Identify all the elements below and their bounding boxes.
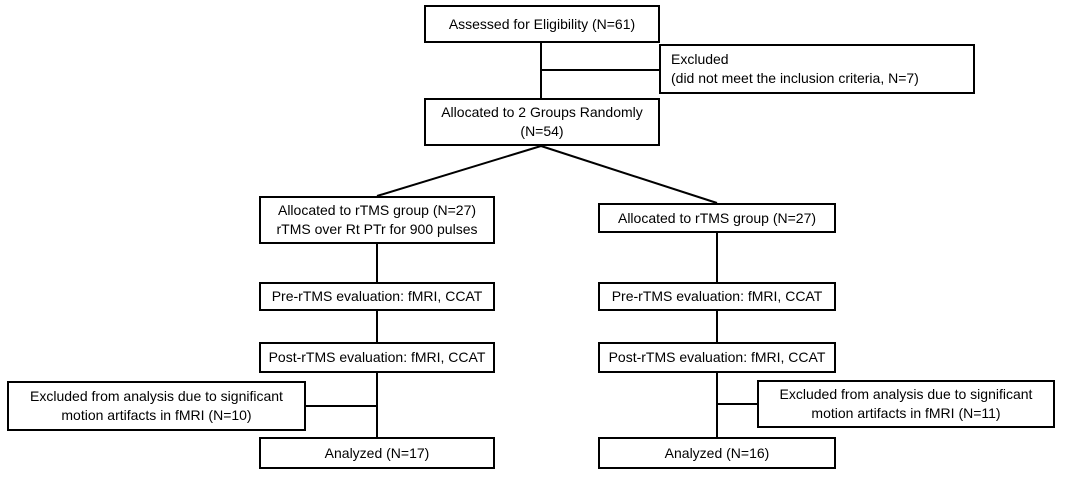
left-allocated-label: Allocated to rTMS group (N=27)	[277, 202, 477, 218]
right-post-eval-label: Post-rTMS evaluation: fMRI, CCAT	[608, 349, 826, 365]
right-allocated-label: Allocated to rTMS group (N=27)	[617, 209, 817, 226]
allocated-box: Allocated to 2 Groups Randomly (N=54)	[424, 98, 660, 146]
allocated-count: (N=54)	[520, 123, 564, 139]
right-allocated-box: Allocated to rTMS group (N=27)	[598, 203, 836, 233]
right-analyzed-label: Analyzed (N=16)	[664, 444, 770, 461]
left-pre-eval-label: Pre-rTMS evaluation: fMRI, CCAT	[271, 288, 483, 304]
right-excluded-line2: motion artifacts in fMRI (N=11)	[811, 405, 1001, 421]
allocated-label: Allocated to 2 Groups Randomly	[441, 104, 643, 120]
right-excluded-line1: Excluded from analysis due to significan…	[779, 386, 1033, 402]
right-excluded-box: Excluded from analysis due to significan…	[757, 380, 1055, 428]
assessed-box: Assessed for Eligibility (N=61)	[424, 5, 660, 43]
left-excluded-line1: Excluded from analysis due to significan…	[30, 388, 283, 404]
excluded-top-title: Excluded	[671, 51, 729, 67]
excluded-top-detail: (did not meet the inclusion criteria, N=…	[671, 70, 919, 86]
left-analyzed-label: Analyzed (N=17)	[324, 444, 430, 461]
left-post-eval-label: Post-rTMS evaluation: fMRI, CCAT	[268, 349, 486, 365]
excluded-top-box: Excluded (did not meet the inclusion cri…	[659, 44, 975, 94]
connector-split-left	[376, 145, 542, 197]
left-analyzed-box: Analyzed (N=17)	[259, 437, 495, 469]
left-post-eval-box: Post-rTMS evaluation: fMRI, CCAT	[259, 342, 495, 373]
left-excluded-box: Excluded from analysis due to significan…	[7, 381, 306, 431]
right-pre-eval-label: Pre-rTMS evaluation: fMRI, CCAT	[611, 288, 823, 304]
left-pre-eval-box: Pre-rTMS evaluation: fMRI, CCAT	[259, 282, 495, 311]
connector-split-right	[540, 145, 718, 204]
left-allocated-detail: rTMS over Rt PTr for 900 pulses	[276, 221, 478, 237]
right-post-eval-box: Post-rTMS evaluation: fMRI, CCAT	[598, 342, 836, 373]
right-analyzed-box: Analyzed (N=16)	[598, 437, 836, 469]
left-allocated-box: Allocated to rTMS group (N=27) rTMS over…	[259, 196, 495, 244]
right-pre-eval-box: Pre-rTMS evaluation: fMRI, CCAT	[598, 282, 836, 311]
assessed-label: Assessed for Eligibility (N=61)	[448, 15, 636, 32]
left-excluded-line2: motion artifacts in fMRI (N=10)	[61, 407, 252, 423]
